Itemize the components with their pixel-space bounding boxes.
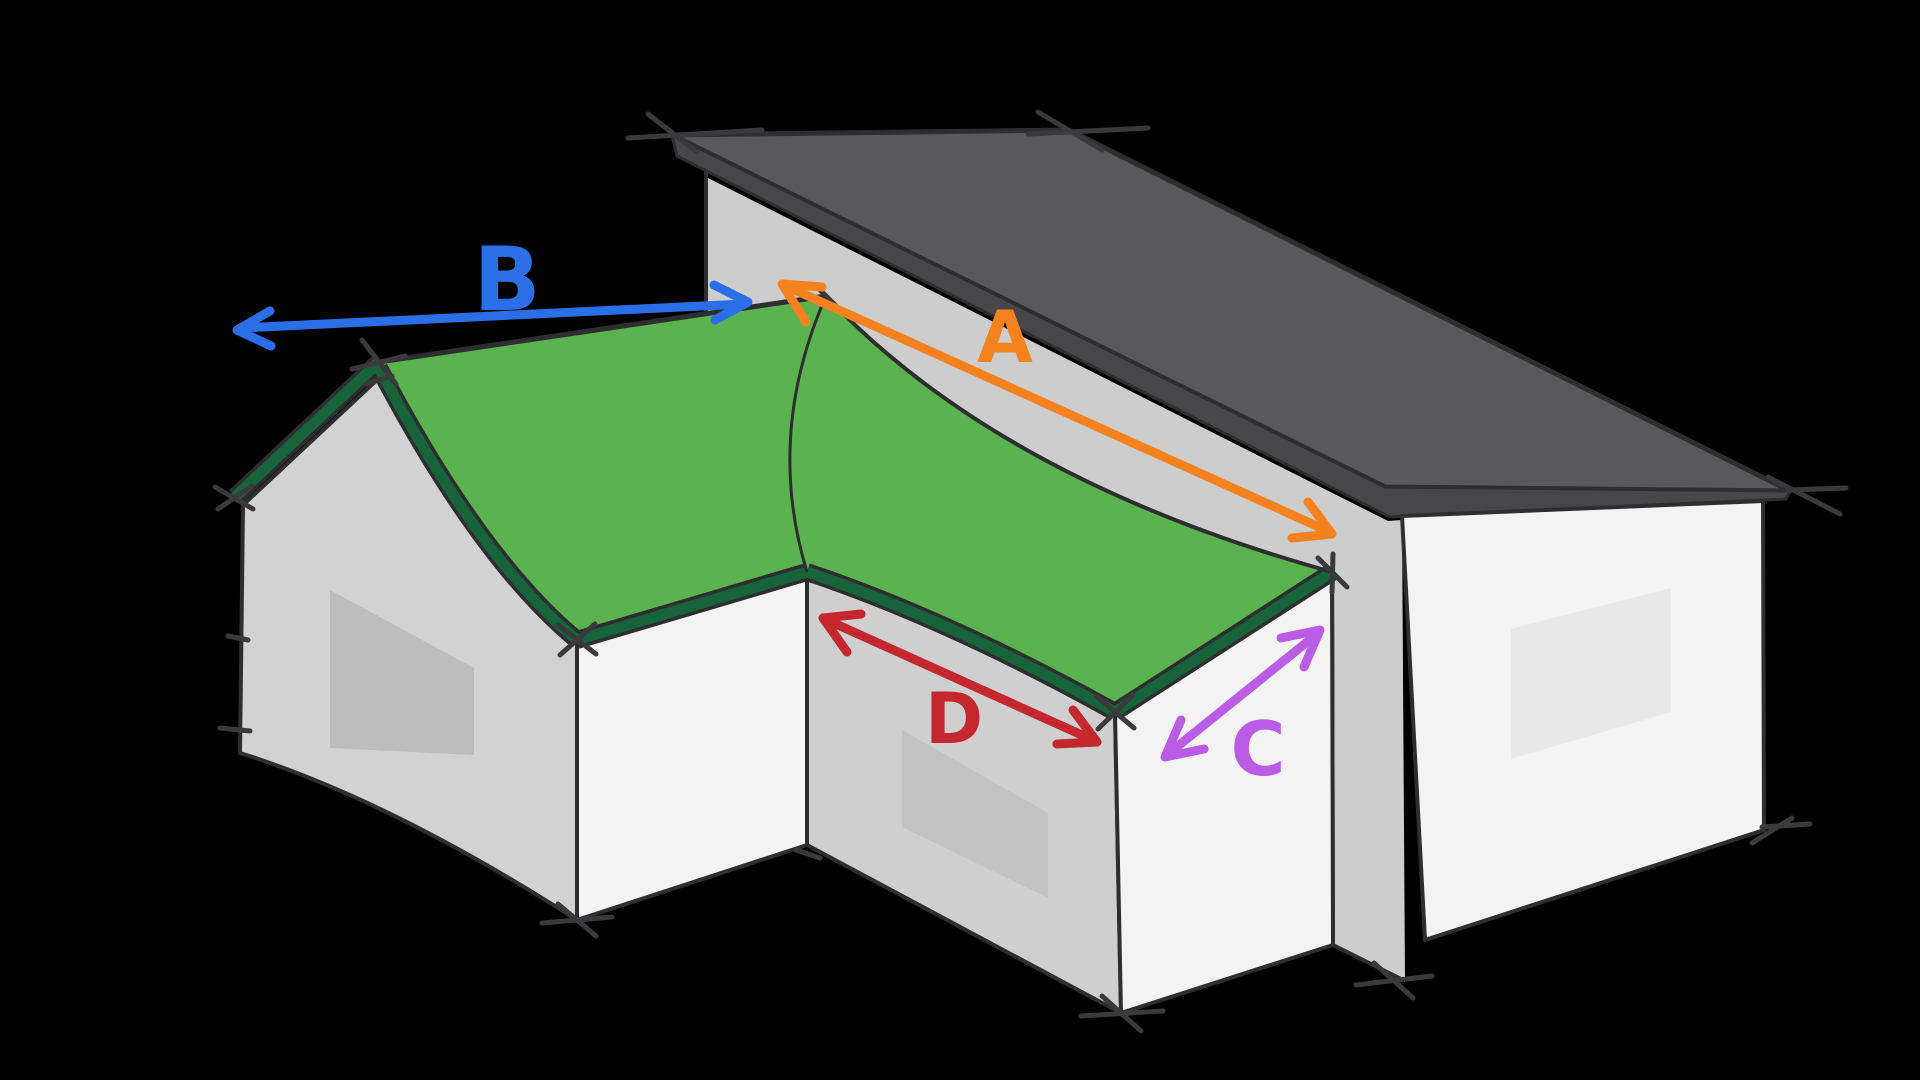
corner-tick-marks [212,109,1849,1034]
dimension-arrow-d [818,609,1102,749]
dimension-d: D [818,609,1102,760]
dimension-a: A [777,279,1337,543]
dimension-b: B [232,228,753,351]
green-roof-left-plane [379,296,826,640]
gable-wall [238,376,579,922]
right-wall-window [1511,588,1671,759]
dimension-arrow-c [1160,625,1325,762]
green-roof [228,293,1337,720]
green-roof-fascia-band [231,357,1335,717]
dimension-label-d: D [925,678,983,760]
dimension-arrow-a [777,279,1337,543]
dimension-label-b: B [473,228,540,331]
front-wing-window [902,730,1048,898]
dimension-arrow-b [232,280,753,351]
green-roof-ridge-line [376,293,829,365]
dimension-label-a: A [977,295,1033,379]
main-roof-fascia [670,133,1792,519]
green-roof-seam-line [788,295,828,573]
gable-wall-window [330,590,474,755]
green-roof-attachment-line [824,294,1333,574]
dimension-label-c: C [1230,705,1285,793]
dimension-c: C [1160,625,1325,793]
right-wall [1400,499,1766,942]
